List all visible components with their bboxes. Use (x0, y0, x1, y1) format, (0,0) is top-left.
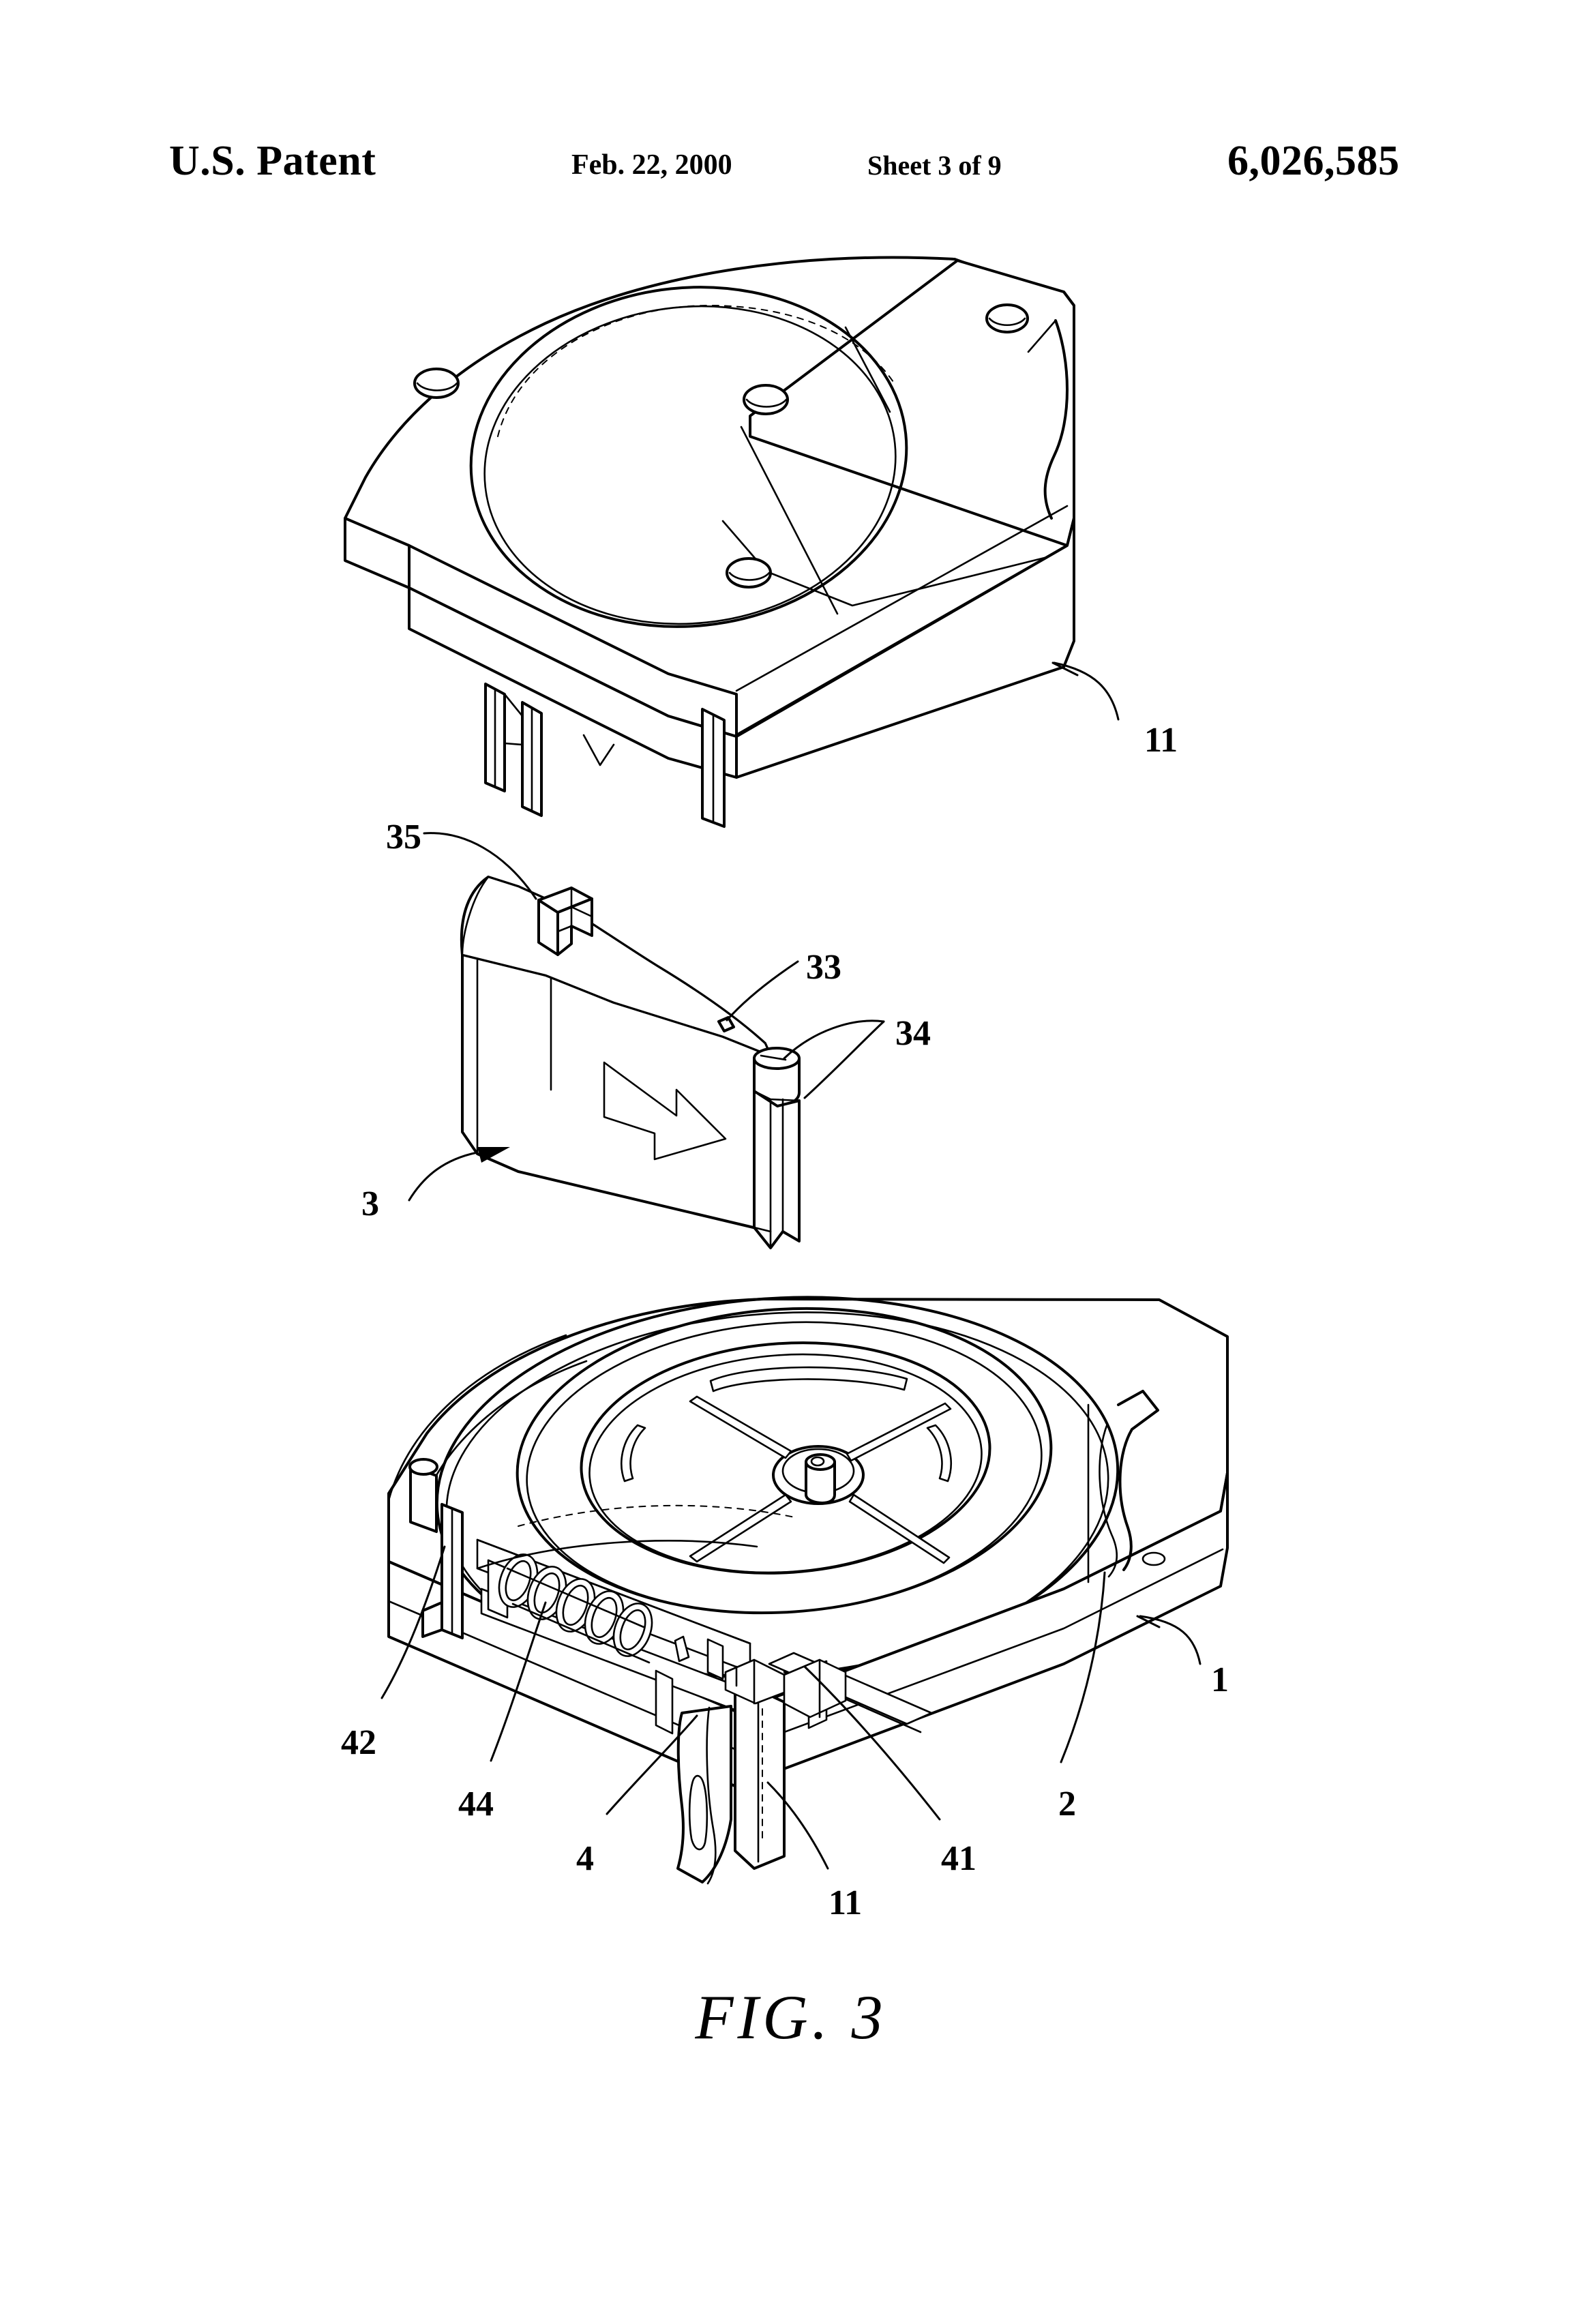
sheet-number: Sheet 3 of 9 (867, 150, 1002, 181)
coil-spring (498, 1553, 653, 1664)
reel-center-post (805, 1461, 836, 1504)
screw-hole-center (743, 384, 789, 415)
leader-42 (380, 1545, 446, 1699)
edge-detent-notch (717, 1016, 735, 1032)
screw-hole-left (413, 368, 460, 399)
ref-numeral-44: 44 (458, 1785, 494, 1823)
base-boss-top (408, 1458, 438, 1476)
callout-arrowhead-3 (477, 1147, 510, 1163)
ref-numeral-4: 4 (576, 1839, 594, 1878)
cover-facet-edge (740, 426, 839, 615)
patent-header: U.S. Patent Feb. 22, 2000 Sheet 3 of 9 6… (0, 140, 1582, 215)
base-floor-line-a (476, 1540, 758, 1570)
base-corner-boss (1141, 1551, 1166, 1566)
middle-view-actuator (408, 832, 885, 1249)
rail-stop-tab (674, 1635, 690, 1663)
latch-slider (676, 1658, 786, 1885)
base-floor-line-b (518, 1504, 799, 1527)
ref-numeral-1: 1 (1211, 1660, 1229, 1699)
reel-disc-outer-2 (526, 1321, 1043, 1614)
base-wall-band (387, 1548, 1224, 1751)
reel-slot-left (621, 1424, 646, 1483)
screw-hole-right-inner (988, 317, 1026, 326)
base-right-corner-fold (1117, 1390, 1159, 1571)
top-view-cover (344, 256, 1120, 828)
ref-numeral-42: 42 (341, 1723, 376, 1762)
cover-right-crease (1043, 319, 1069, 520)
bottom-view-assembly (380, 1296, 1229, 1885)
ref-numeral-2: 2 (1058, 1785, 1076, 1823)
reel-tape-slot (709, 1366, 908, 1392)
reel-spoke-ne (846, 1402, 952, 1462)
leader-41 (803, 1665, 941, 1821)
cover-shelf-edge (721, 520, 1062, 607)
base-right-corner-fold-2 (1099, 1422, 1118, 1578)
leader-33 (726, 960, 799, 1022)
leader-11-top (1053, 661, 1120, 721)
actuator-bottom-corner (753, 1226, 772, 1233)
actuator-rail-block (753, 1090, 801, 1249)
ref-numeral-41: 41 (941, 1839, 976, 1878)
figure-caption: FIG. 3 (695, 1982, 887, 2052)
leader-11-bottom (766, 1781, 829, 1870)
base-left-shoulder (387, 1334, 567, 1502)
screw-hole-front (726, 557, 772, 589)
reel-slot-right (926, 1424, 952, 1483)
reel-spoke-nw (689, 1395, 792, 1459)
cover-notch-v (582, 734, 615, 766)
ref-numeral-3: 3 (361, 1185, 379, 1223)
screw-hole-center-inner (745, 398, 788, 408)
leader-34 (783, 1019, 885, 1060)
leader-1-tick (1136, 1615, 1161, 1628)
cover-gusset (503, 693, 524, 746)
cover-right-crease-2 (1027, 319, 1057, 353)
reel-recess-ring-2 (588, 1353, 983, 1574)
direction-arrow-emboss (603, 1061, 727, 1161)
leader-11-top-tick (1051, 661, 1079, 676)
cover-facet-edge-2 (844, 326, 891, 413)
reel-post-bore (810, 1456, 825, 1467)
pivot-pin (753, 1047, 801, 1107)
leader-44 (490, 1601, 547, 1762)
leader-34-b (803, 1020, 885, 1099)
screw-hole-right (985, 303, 1029, 333)
ref-numeral-11-bottom: 11 (829, 1883, 863, 1922)
patent-office-label: U.S. Patent (169, 138, 376, 184)
cover-right-band (735, 505, 1069, 692)
ref-numeral-35: 35 (386, 818, 421, 856)
screw-hole-front-inner (728, 571, 771, 581)
ref-numeral-33: 33 (806, 948, 841, 987)
leader-3 (408, 1151, 479, 1202)
leader-35 (423, 832, 537, 900)
ref-numeral-11-top: 11 (1144, 721, 1178, 760)
reel-spoke-se (848, 1493, 951, 1564)
cover-right-wall-top-edge (735, 544, 1069, 736)
base-boss-cylinder (409, 1465, 438, 1533)
leader-1 (1139, 1615, 1202, 1665)
slider-guide-rib-left (655, 1669, 674, 1735)
leader-4 (606, 1714, 698, 1815)
patent-date: Feb. 22, 2000 (571, 149, 732, 181)
actuator-rail-top-facet (753, 1090, 801, 1102)
guide-post-left-foot (421, 1601, 443, 1638)
patent-number: 6,026,585 (1227, 138, 1400, 184)
screw-hole-left-inner (416, 382, 458, 391)
cover-recess-floor-hint (497, 304, 894, 437)
spring-pocket-wall-right (706, 1638, 724, 1680)
ref-numeral-34: 34 (895, 1014, 931, 1053)
locking-tab (537, 887, 593, 956)
cover-recess-outer (469, 286, 908, 628)
leader-2 (1060, 1571, 1106, 1763)
cover-recess-inner (483, 305, 897, 625)
